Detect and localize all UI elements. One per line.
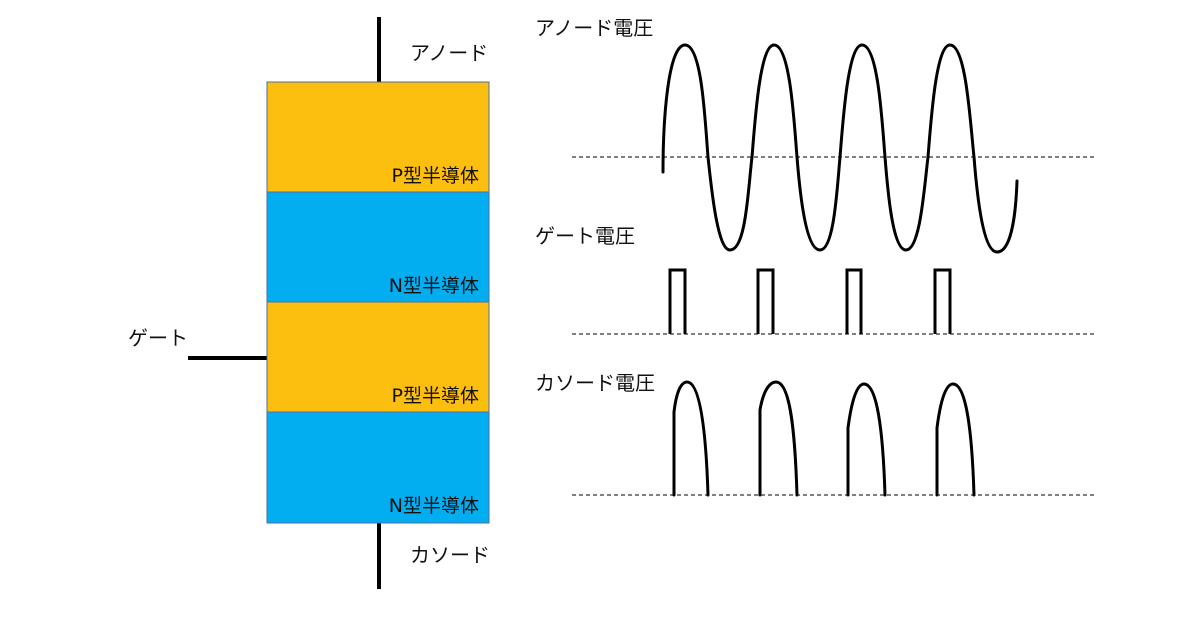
layer-n-bottom [266,411,490,524]
anode-label: アノード [410,41,488,65]
cathode-pulse-3 [846,382,887,497]
cathode-pulse-4 [935,382,976,497]
gate-pulse-4 [933,268,952,334]
layer-label-p-bottom: P型半導体 [392,385,479,407]
layer-label-p-top: P型半導体 [392,165,479,187]
gate-label: ゲート [128,326,188,350]
gate-pulse-2 [756,268,775,334]
gate-pulse-3 [845,268,863,334]
anode-voltage-wave [661,43,1019,254]
layer-label-n-top: N型半導体 [389,275,479,297]
semiconductor-stack: P型半導体 N型半導体 P型半導体 N型半導体 [266,81,490,524]
layer-n-top [266,191,490,303]
cathode-pulse-2 [758,380,799,497]
cathode-pulse-1 [672,380,710,497]
layer-p-top [266,81,490,193]
cathode-label: カソード [410,543,490,567]
cathode-pulses [672,380,976,497]
anode-voltage-title: アノード電圧 [535,16,653,40]
gate-pulse-1 [668,268,687,334]
gate-pulses [668,268,952,334]
layer-label-n-bottom: N型半導体 [389,495,479,517]
cathode-voltage-title: カソード電圧 [535,371,655,395]
layer-p-bottom [266,301,490,413]
gate-voltage-title: ゲート電圧 [535,224,635,248]
